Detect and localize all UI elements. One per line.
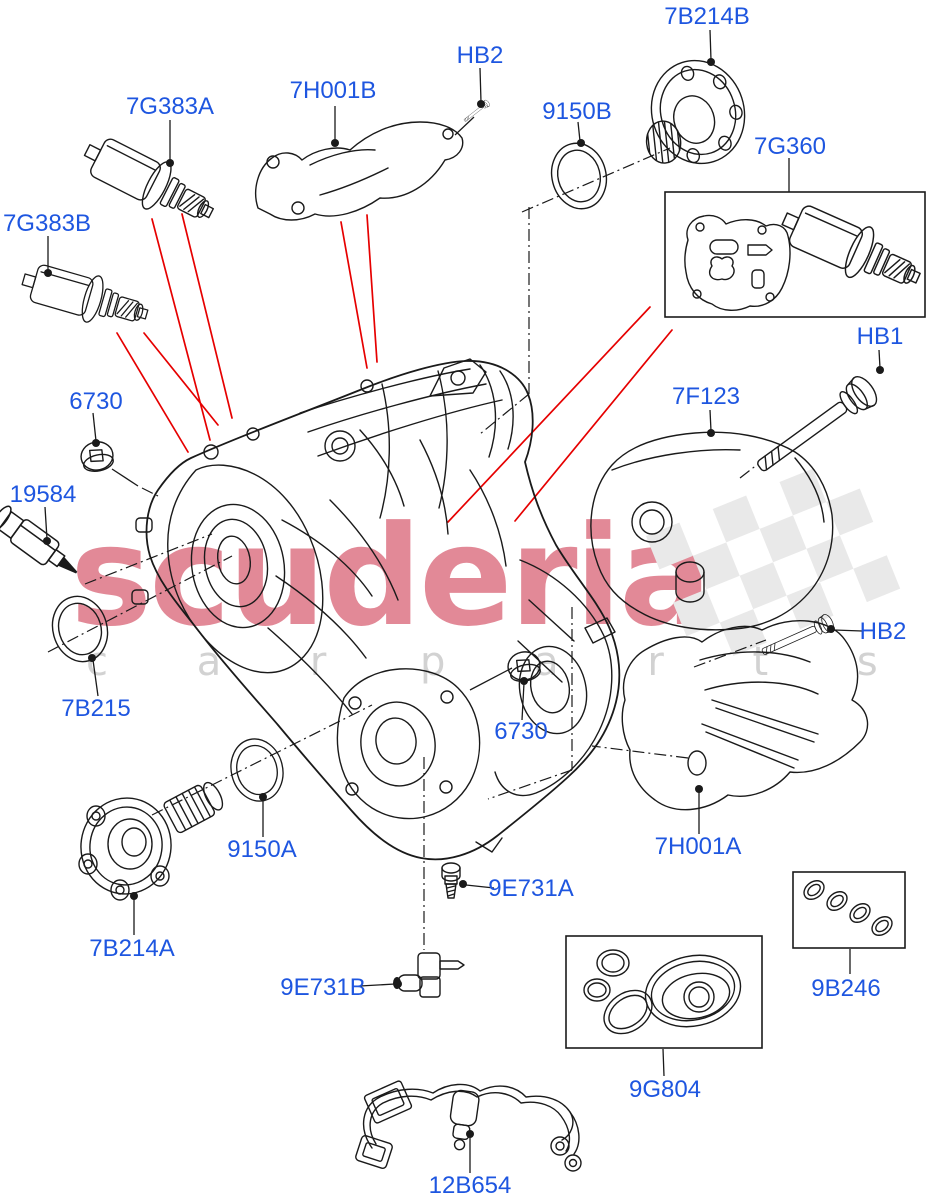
part-7h001a-drawing	[621, 620, 869, 811]
watermark-tagline-left: c a r	[86, 639, 365, 685]
part-label-6730-top[interactable]: 6730	[69, 388, 123, 415]
watermark-tagline-right: p a r t s	[420, 639, 916, 685]
part-label-hb2-top[interactable]: HB2	[456, 42, 504, 69]
part-label-9e731b[interactable]: 9E731B	[280, 974, 366, 1001]
part-label-6730-bottom[interactable]: 6730	[494, 718, 548, 745]
box-9g804	[565, 935, 763, 1049]
leader-lines	[44, 29, 881, 1173]
part-12b654-drawing	[355, 1080, 582, 1172]
part-label-hb1[interactable]: HB1	[856, 323, 904, 350]
part-9e731b-drawing	[393, 952, 465, 998]
part-label-12b654[interactable]: 12B654	[428, 1172, 512, 1199]
part-label-9g804[interactable]: 9G804	[628, 1076, 702, 1103]
part-7h001b-drawing	[254, 121, 464, 221]
part-9e731a-drawing	[441, 862, 461, 899]
part-label-7g383a[interactable]: 7G383A	[125, 93, 215, 120]
part-19584-drawing	[0, 505, 78, 574]
leader-dots	[43, 58, 884, 1138]
part-7b214a-drawing	[78, 781, 224, 901]
part-label-7b214a[interactable]: 7B214A	[89, 935, 175, 962]
part-transfer-case-drawing	[131, 358, 621, 861]
part-label-7h001a[interactable]: 7H001A	[654, 833, 742, 860]
part-9150a-drawing	[223, 732, 291, 808]
part-label-9150a[interactable]: 9150A	[227, 836, 297, 863]
part-label-7b214b[interactable]: 7B214B	[664, 3, 750, 30]
watermark-brand: scuderia	[70, 496, 712, 657]
box-7g360	[664, 191, 930, 318]
part-label-7f123[interactable]: 7F123	[671, 383, 741, 410]
part-7b215-drawing	[44, 589, 116, 669]
box-9b246	[792, 871, 906, 949]
part-hb2-top-drawing	[462, 98, 491, 124]
part-label-7g383b[interactable]: 7G383B	[2, 210, 92, 237]
part-7b214b-drawing	[645, 59, 746, 165]
part-label-7g360[interactable]: 7G360	[753, 133, 827, 160]
part-label-hb2-right[interactable]: HB2	[859, 618, 907, 645]
watermark-checker-flag	[646, 468, 901, 657]
part-label-9e731a[interactable]: 9E731A	[488, 875, 574, 902]
part-7f123-drawing	[590, 431, 834, 631]
part-7g383b-drawing	[16, 255, 154, 339]
part-hb1-drawing	[749, 371, 883, 482]
part-label-9b246[interactable]: 9B246	[811, 975, 881, 1002]
part-label-7b215[interactable]: 7B215	[61, 695, 131, 722]
part-7g383a-drawing	[74, 126, 224, 238]
part-9150b-drawing	[544, 136, 614, 216]
part-label-7h001b[interactable]: 7H001B	[289, 77, 377, 104]
red-reference-lines	[116, 213, 673, 523]
part-label-19584[interactable]: 19584	[9, 481, 77, 508]
part-label-9150b[interactable]: 9150B	[542, 98, 612, 125]
